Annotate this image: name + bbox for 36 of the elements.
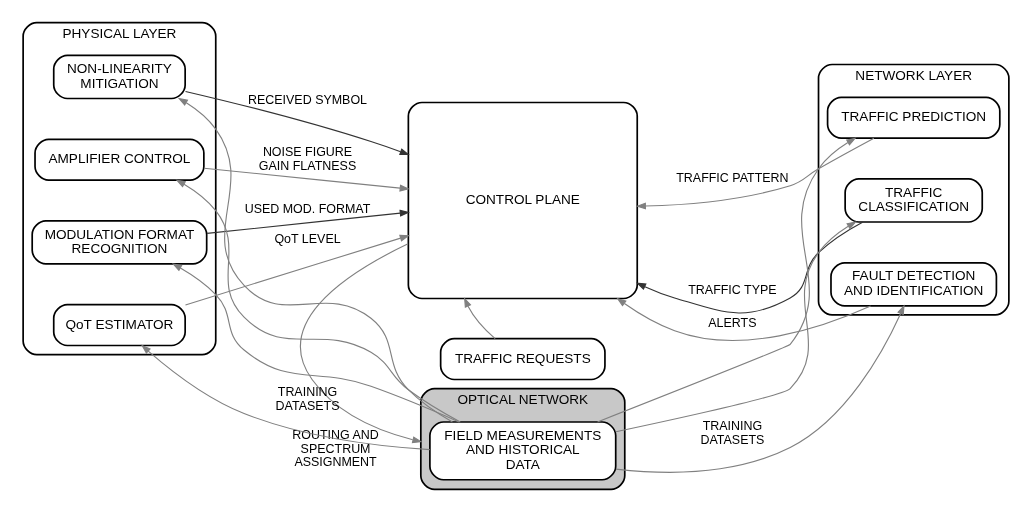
arrow (184, 234, 410, 305)
arrow (635, 221, 864, 313)
arrow (616, 297, 872, 341)
node-box: TRAFFIC PREDICTION (826, 96, 1001, 139)
arrow (140, 344, 431, 450)
arrow (206, 209, 410, 234)
node-box: FAULT DETECTION AND IDENTIFICATION (830, 261, 998, 307)
edge-label: ROUTING AND SPECTRUM ASSIGNMENT (292, 427, 379, 469)
edge-label: TRAFFIC TYPE (688, 282, 777, 297)
arrow (596, 137, 857, 422)
node-box: TRAFFIC REQUESTS (439, 337, 606, 380)
node-box: TRAFFIC CLASSIFICATION (844, 177, 984, 223)
node-box: QoT ESTIMATOR (52, 303, 186, 346)
node-box: AMPLIFIER CONTROL (34, 137, 205, 181)
arrow (203, 167, 410, 192)
arrow (615, 220, 857, 432)
edge-label: NOISE FIGURE GAIN FLATNESS (258, 144, 357, 173)
node-box: MODULATION FORMAT RECOGNITION (31, 219, 208, 265)
edge-label: RECEIVED SYMBOL (248, 92, 368, 107)
arrow (177, 97, 454, 422)
arrow (171, 262, 460, 422)
node-box: FIELD MEASUREMENTS AND HISTORICAL DATA (429, 420, 617, 481)
arrow (175, 178, 461, 422)
node-box: CONTROL PLANE (407, 101, 639, 299)
arrow (300, 242, 423, 443)
node-box: NON-LINEARITY MITIGATION (52, 54, 186, 99)
arrow (615, 304, 905, 473)
arrow (464, 296, 496, 339)
arrow (635, 137, 875, 210)
edge-label: TRAINING DATASETS (700, 418, 765, 447)
edge-label: USED MOD. FORMAT (244, 201, 371, 216)
edge-label: QoT LEVEL (274, 231, 341, 246)
arrow (184, 90, 410, 155)
edge-label: TRAINING DATASETS (275, 384, 340, 413)
edge-label: TRAFFIC PATTERN (676, 170, 789, 185)
edge-label: ALERTS (708, 315, 757, 330)
